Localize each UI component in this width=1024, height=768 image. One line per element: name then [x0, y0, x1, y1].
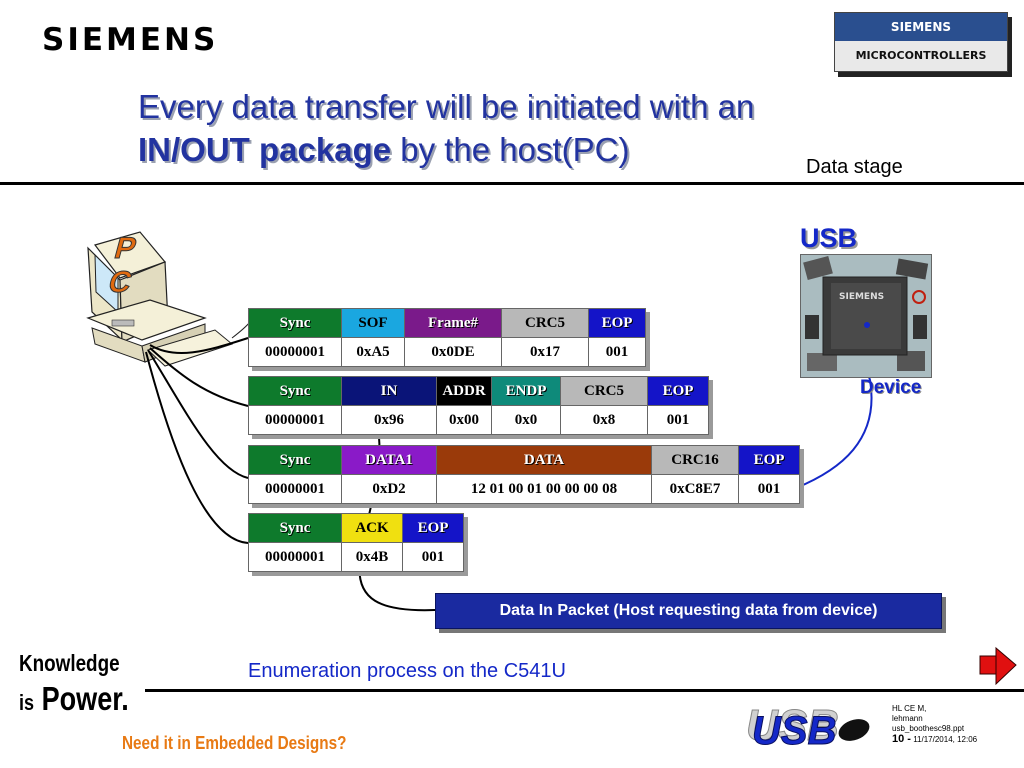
- tagline: Need it in Embedded Designs?: [122, 733, 347, 753]
- line-to-sof: [149, 337, 249, 355]
- device-label: Device: [860, 377, 922, 398]
- device-image: SIEMENS: [800, 254, 932, 378]
- badge-top-label: SIEMENS: [835, 13, 1007, 41]
- field-name-sync: Sync: [248, 513, 342, 543]
- usb-logo-shadow-text: USB: [746, 701, 839, 750]
- field-name-eop: EOP: [402, 513, 464, 543]
- field-name-addr: ADDR: [436, 376, 492, 406]
- slogan-is: is: [19, 690, 35, 715]
- slide-title: Every data transfer will be initiated wi…: [138, 85, 898, 171]
- line-to-data1: [147, 349, 249, 479]
- data-stage-label: Data stage: [806, 156, 903, 178]
- line-to-in: [149, 347, 249, 407]
- title-line2-bold: IN/OUT package: [138, 131, 392, 168]
- header-divider: [0, 182, 1024, 185]
- line-to-ack: [145, 351, 249, 544]
- field-name-crc5: CRC5: [501, 308, 589, 338]
- field-name-data1: DATA1: [341, 445, 437, 475]
- field-name-sync: Sync: [248, 445, 342, 475]
- field-name-in: IN: [341, 376, 437, 406]
- next-arrow-icon[interactable]: [979, 646, 1017, 686]
- field-name-endp: ENDP: [491, 376, 561, 406]
- field-name-eop: EOP: [738, 445, 800, 475]
- field-value-frame: 0x0DE: [404, 337, 502, 367]
- footer-divider: [145, 689, 1024, 692]
- field-value-ack: 0x4B: [341, 542, 403, 572]
- siemens-logo: SIEMENS: [42, 22, 219, 58]
- slogan-line1: Knowledge: [19, 650, 120, 676]
- slide-info: HL CE M, lehmann usb_boothesc98.ppt 10 -…: [892, 704, 977, 745]
- field-name-sof: SOF: [341, 308, 405, 338]
- field-value-eop: 001: [647, 405, 709, 435]
- enumeration-caption: Enumeration process on the C541U: [248, 660, 566, 682]
- slogan-power: Power.: [41, 680, 129, 717]
- field-value-eop: 001: [402, 542, 464, 572]
- field-value-crc5: 0x8: [560, 405, 648, 435]
- field-name-crc16: CRC16: [651, 445, 739, 475]
- title-line1: Every data transfer will be initiated wi…: [138, 88, 755, 125]
- field-value-sync: 00000001: [248, 337, 342, 367]
- field-name-sync: Sync: [248, 308, 342, 338]
- field-name-sync: Sync: [248, 376, 342, 406]
- field-value-endp: 0x0: [491, 405, 561, 435]
- slide-date: 11/17/2014, 12:06: [913, 735, 978, 744]
- field-name-data: DATA: [436, 445, 652, 475]
- field-value-eop: 001: [588, 337, 646, 367]
- field-value-data: 12 01 00 01 00 00 00 08: [436, 474, 652, 504]
- usb-label: USB: [800, 223, 858, 253]
- usb-logo: USB USB: [746, 701, 870, 750]
- title-line2-rest: by the host(PC): [391, 131, 630, 168]
- field-value-crc16: 0xC8E7: [651, 474, 739, 504]
- field-value-data1: 0xD2: [341, 474, 437, 504]
- info-line3: usb_boothesc98.ppt: [892, 724, 965, 733]
- field-value-sync: 00000001: [248, 542, 342, 572]
- field-value-sync: 00000001: [248, 405, 342, 435]
- slogan-line2: is Power.: [19, 680, 129, 718]
- microcontrollers-badge: SIEMENS MICROCONTROLLERS: [834, 12, 1008, 72]
- info-line2: lehmann: [892, 714, 923, 723]
- device-chip-text: SIEMENS: [839, 292, 884, 302]
- field-value-crc5: 0x17: [501, 337, 589, 367]
- device-chip-icon: SIEMENS: [801, 255, 931, 377]
- pc-icon: [86, 231, 251, 367]
- field-value-in: 0x96: [341, 405, 437, 435]
- info-line1: HL CE M,: [892, 704, 927, 713]
- field-name-eop: EOP: [588, 308, 646, 338]
- field-value-sof: 0xA5: [341, 337, 405, 367]
- page-number: 10 -: [892, 733, 911, 745]
- field-value-sync: 00000001: [248, 474, 342, 504]
- field-name-eop: EOP: [647, 376, 709, 406]
- field-name-ack: ACK: [341, 513, 403, 543]
- usb-logo-text: USB: [752, 709, 836, 750]
- data-in-packet-note: Data In Packet (Host requesting data fro…: [435, 593, 942, 629]
- badge-bottom-label: MICROCONTROLLERS: [855, 49, 987, 62]
- field-value-eop: 001: [738, 474, 800, 504]
- field-name-frame: Frame#: [404, 308, 502, 338]
- field-name-crc5: CRC5: [560, 376, 648, 406]
- field-value-addr: 0x00: [436, 405, 492, 435]
